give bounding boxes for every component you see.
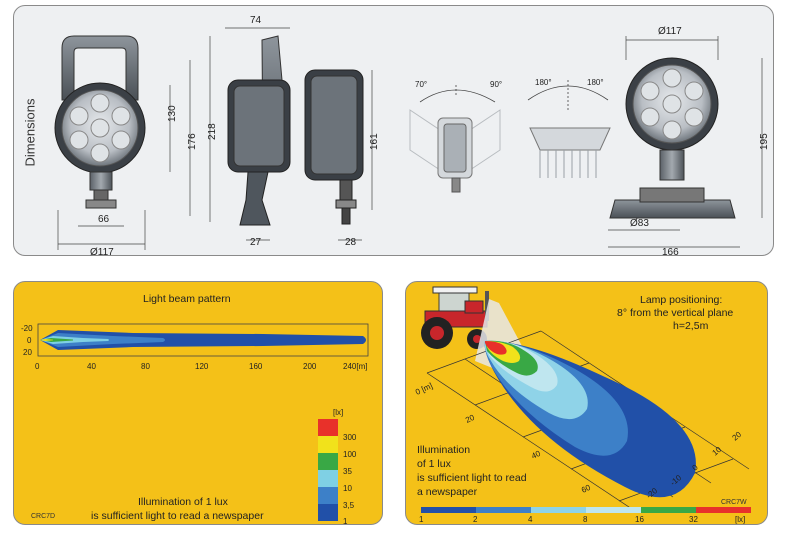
beam-pattern-chart: Light beam pattern -20 0 20 0 40 80 120 … (21, 293, 369, 525)
legend-swatch-10 (318, 470, 338, 487)
pos-title-line3: h=2,5m (673, 320, 709, 332)
beam-title: Light beam pattern (143, 293, 231, 305)
legend-unit: [lx] (333, 408, 343, 417)
pos-title-line2: 8° from the vertical plane (617, 307, 733, 319)
dim-130: 130 (167, 105, 178, 122)
legend-label-1: 1 (343, 517, 348, 525)
beam-xtick-40: 40 (87, 362, 96, 371)
legend-swatch-3-5 (318, 487, 338, 504)
lamp6-dim-lines (608, 36, 763, 248)
scale-label-16: 16 (635, 515, 644, 524)
scale-seg-1 (421, 507, 476, 513)
angle-180-left: 180° (535, 78, 552, 87)
legend-label-100: 100 (343, 450, 357, 459)
positioning-chart: 0 [m] 20 40 60 20 10 0 -10 -20 Lamp posi… (414, 286, 751, 524)
scale-seg-2 (476, 507, 531, 513)
positioning-zone-32lx (485, 341, 507, 355)
beam-xtick-240: 240[m] (343, 362, 367, 371)
scale-label-2: 2 (473, 515, 478, 524)
pos-axis-0m: 0 [m] (414, 381, 434, 397)
beam-ytick-20: 20 (23, 348, 32, 357)
legend-label-3-5: 3,5 (343, 501, 355, 510)
scale-seg-8 (586, 507, 641, 513)
beam-note-line2: is sufficient light to read a newspaper (91, 510, 264, 522)
legend-label-300: 300 (343, 433, 357, 442)
pos-axis-60: 60 (580, 483, 592, 495)
beam-zone-35lx (40, 338, 73, 342)
dim-83: Ø83 (630, 218, 649, 229)
dim-176: 176 (187, 133, 198, 150)
pos-axis-20: 20 (464, 413, 476, 425)
scale-seg-32 (696, 507, 751, 513)
angle-180-right: 180° (587, 78, 604, 87)
beam-xtick-0: 0 (35, 362, 40, 371)
scale-label-1: 1 (419, 515, 424, 524)
scale-seg-16 (641, 507, 696, 513)
dim-74: 74 (250, 15, 262, 26)
dim-117-base: Ø117 (658, 26, 682, 37)
legend-swatch-1 (318, 504, 338, 521)
dim-161: 161 (369, 133, 380, 150)
beam-ytick-neg20: -20 (21, 324, 33, 333)
beam-xtick-120: 120 (195, 362, 209, 371)
dim-195: 195 (759, 133, 770, 150)
dim-27: 27 (250, 237, 262, 248)
beam-xtick-80: 80 (141, 362, 150, 371)
beam-code: CRC7D (31, 513, 55, 520)
scale-label-8: 8 (583, 515, 588, 524)
legend-label-35: 35 (343, 467, 352, 476)
pos-side-10: 10 (711, 445, 724, 458)
beam-ytick-0: 0 (27, 336, 32, 345)
angle-70: 70° (415, 80, 427, 89)
scale-label-32: 32 (689, 515, 698, 524)
legend-swatch-35 (318, 453, 338, 470)
scale-label-4: 4 (528, 515, 533, 524)
lamp-front-base (609, 57, 736, 219)
beam-xtick-200: 200 (303, 362, 317, 371)
pos-side-20: 20 (731, 430, 744, 443)
dim-117-front: Ø117 (90, 247, 114, 258)
legend-swatch-100 (318, 436, 338, 453)
pos-axis-40: 40 (530, 449, 542, 461)
lamp2-dim-lines (225, 27, 290, 241)
tilt-arc (419, 89, 496, 103)
legend-label-10: 10 (343, 484, 352, 493)
beam-note-line1: Illumination of 1 lux (138, 496, 229, 508)
tractor-icon (421, 286, 489, 349)
dim-28: 28 (345, 237, 357, 248)
beam-zone-100lx (40, 339, 53, 341)
pos-title-line1: Lamp positioning: (640, 294, 722, 306)
lamp-side-handle (227, 35, 291, 226)
lamp-tilt-diagram (409, 109, 501, 193)
pos-note-line4: a newspaper (417, 486, 478, 498)
pos-note-line2: of 1 lux (417, 458, 452, 470)
legend-swatch-300 (318, 419, 338, 436)
scale-seg-4 (531, 507, 586, 513)
angle-90: 90° (490, 80, 502, 89)
pos-code: CRC7W (721, 499, 747, 506)
beam-zone-1lx (40, 330, 366, 350)
dim-66: 66 (98, 214, 110, 225)
lamp-rotation-diagram (529, 127, 611, 178)
dim-166: 166 (662, 247, 679, 258)
pos-note-line1: Illumination (417, 444, 470, 456)
beam-xtick-160: 160 (249, 362, 263, 371)
dim-218: 218 (207, 123, 218, 140)
lamp3-dim-lines (338, 70, 373, 241)
scale-unit: [lx] (735, 515, 745, 524)
beam-zone-10lx (40, 336, 109, 344)
lamp1-dim-lines (57, 36, 211, 250)
lamp-front-handle (54, 35, 146, 209)
pos-side-0: 0 (691, 462, 701, 472)
dimensions-drawing: 130 176 218 66 Ø117 74 27 161 28 70° 90° (54, 15, 770, 258)
lamp-side-bolt (304, 69, 364, 225)
pos-note-line3: is sufficient light to read (417, 472, 527, 484)
